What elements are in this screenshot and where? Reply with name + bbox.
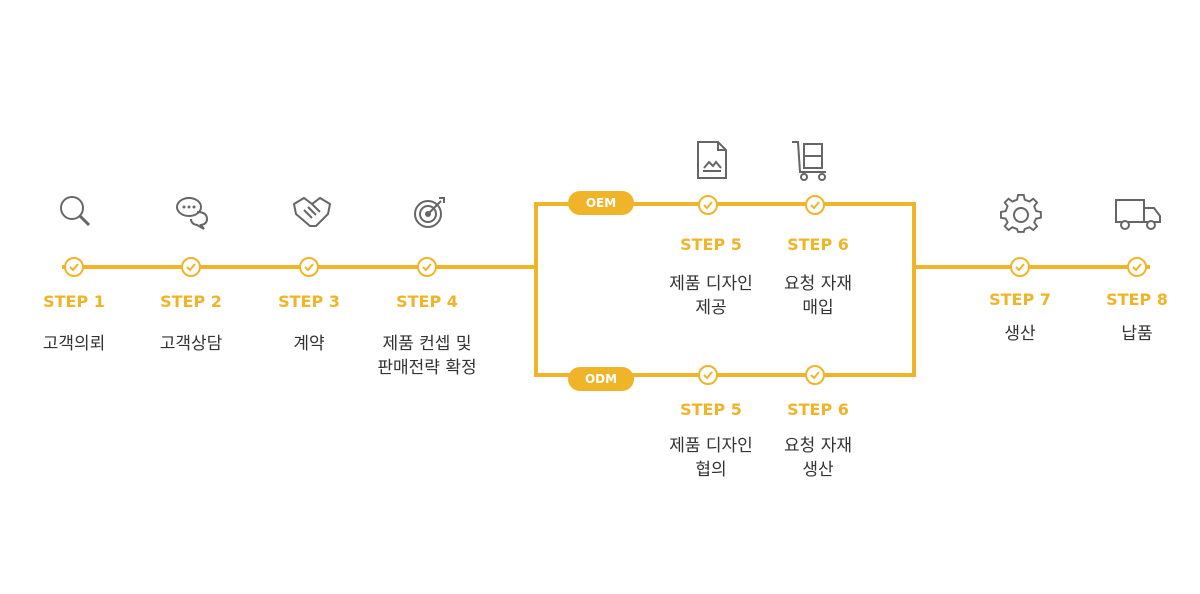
- odm-step5-check: [698, 365, 718, 385]
- odm-step6-check: [805, 365, 825, 385]
- odm-step6-desc: 요청 자재 생산: [784, 436, 852, 480]
- oem-step6-check: [805, 195, 825, 215]
- step8-check: [1127, 257, 1147, 277]
- gear-icon: [1000, 193, 1042, 239]
- cart-icon: [790, 138, 834, 186]
- chat-icon: [173, 192, 213, 236]
- step1-desc: 고객의뢰: [42, 334, 106, 354]
- branch-vertical-left: [534, 202, 538, 377]
- document-icon: [694, 140, 730, 184]
- step7-label: STEP 7: [989, 290, 1051, 309]
- handshake-icon: [290, 192, 334, 236]
- oem-step6-label: STEP 6: [787, 235, 849, 254]
- main-line-right: [912, 265, 1150, 269]
- step3-label: STEP 3: [278, 292, 340, 311]
- step4-label: STEP 4: [396, 292, 458, 311]
- oem-step5-desc: 제품 디자인 제공: [669, 274, 753, 318]
- step3-check: [299, 257, 319, 277]
- step2-label: STEP 2: [160, 292, 222, 311]
- step2-desc: 고객상담: [159, 334, 223, 354]
- step1-check: [64, 257, 84, 277]
- step8-desc: 납품: [1121, 324, 1153, 344]
- oem-badge: OEM: [568, 191, 634, 215]
- oem-step5-label: STEP 5: [680, 235, 742, 254]
- search-icon: [56, 192, 96, 236]
- truck-icon: [1114, 196, 1162, 236]
- step8-label: STEP 8: [1106, 290, 1168, 309]
- step2-check: [181, 257, 201, 277]
- odm-step6-label: STEP 6: [787, 400, 849, 419]
- oem-step6-desc: 요청 자재 매입: [784, 274, 852, 318]
- odm-step5-label: STEP 5: [680, 400, 742, 419]
- step7-desc: 생산: [1004, 324, 1036, 344]
- oem-step5-check: [698, 195, 718, 215]
- step1-label: STEP 1: [43, 292, 105, 311]
- step7-check: [1010, 257, 1030, 277]
- branch-vertical-right: [912, 202, 916, 377]
- step3-desc: 계약: [293, 334, 325, 354]
- odm-badge: ODM: [568, 367, 634, 391]
- step4-check: [417, 257, 437, 277]
- target-icon: [410, 194, 448, 236]
- oem-line: [534, 202, 916, 206]
- step4-desc: 제품 컨셉 및 판매전략 확정: [377, 334, 477, 378]
- odm-step5-desc: 제품 디자인 협의: [669, 436, 753, 480]
- odm-line: [534, 373, 916, 377]
